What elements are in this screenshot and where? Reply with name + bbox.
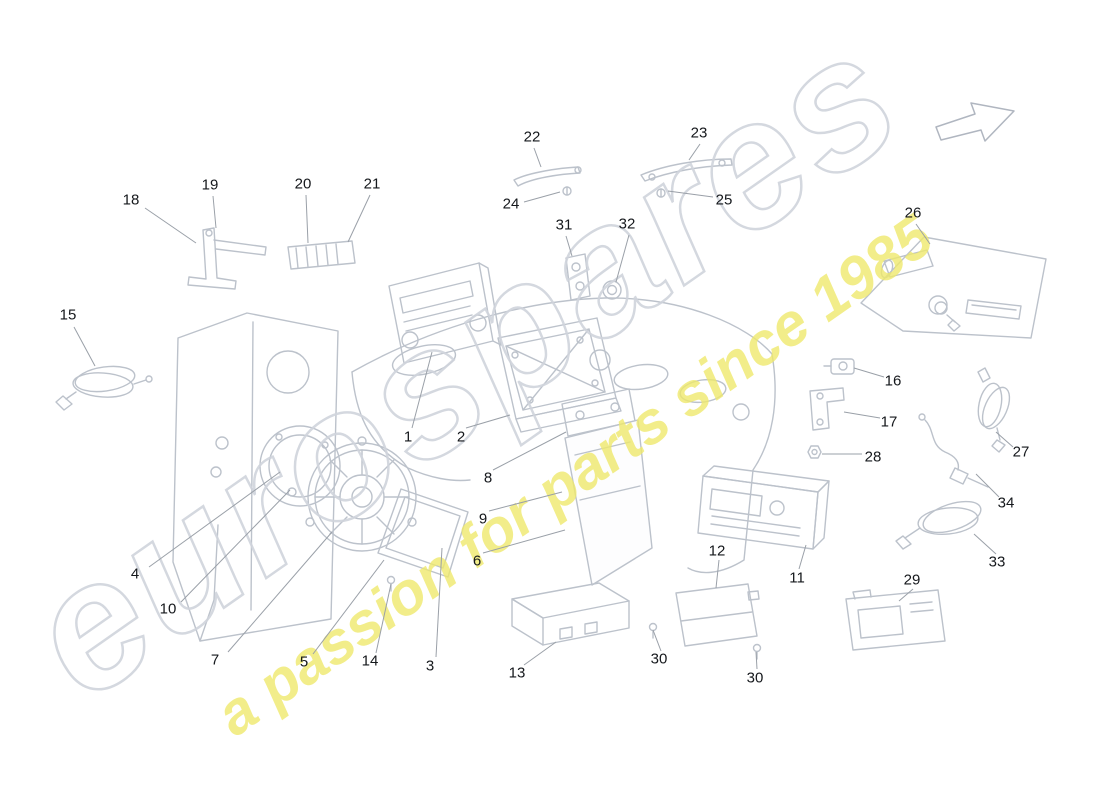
- part-label-3: 3: [425, 657, 435, 675]
- cable-27: [977, 367, 1011, 453]
- part-label-26: 26: [904, 204, 922, 222]
- grommet-32: [602, 280, 622, 300]
- part-label-14: 14: [361, 652, 379, 670]
- part-label-23: 23: [690, 124, 708, 142]
- speaker: [305, 436, 417, 552]
- mounting-cage: [497, 317, 622, 433]
- part-label-32: 32: [618, 215, 636, 233]
- part-label-34: 34: [997, 494, 1015, 512]
- bracket-23: [640, 158, 733, 182]
- part-label-11: 11: [789, 569, 805, 587]
- direction-arrow-icon: [935, 102, 1015, 142]
- part-label-19: 19: [201, 176, 219, 194]
- part-label-15: 15: [59, 306, 77, 324]
- speaker-mounting-ring: [259, 425, 341, 507]
- part-label-16: 16: [884, 372, 902, 390]
- speaker-gasket: [377, 488, 469, 578]
- part-label-28: 28: [864, 448, 882, 466]
- dashboard: [351, 297, 776, 574]
- nut-28: [807, 445, 822, 459]
- part-label-13: 13: [508, 664, 526, 682]
- retrofit-kit-26: [860, 236, 1047, 339]
- bracket-22: [513, 166, 582, 187]
- cable-15: [55, 365, 153, 411]
- part-label-5: 5: [299, 653, 309, 671]
- part-label-7: 7: [210, 651, 220, 669]
- part-label-17: 17: [880, 413, 898, 431]
- door-panel: [172, 312, 339, 642]
- control-module-12: [675, 583, 760, 647]
- part-label-20: 20: [294, 175, 312, 193]
- radio-head-unit: [388, 262, 502, 364]
- antenna-cable-34: [918, 413, 989, 488]
- part-label-9: 9: [478, 510, 488, 528]
- cable-33: [895, 500, 982, 550]
- part-label-8: 8: [483, 469, 493, 487]
- part-label-30a: 30: [650, 650, 668, 668]
- part-label-18: 18: [122, 191, 140, 209]
- display-module-29: [845, 589, 946, 651]
- part-label-30b: 30: [746, 669, 764, 687]
- screw-24: [562, 186, 572, 196]
- bracket-19: [187, 227, 267, 290]
- part-label-10: 10: [159, 600, 177, 618]
- module-20: [287, 240, 356, 270]
- part-label-6: 6: [472, 552, 482, 570]
- watermark-brand: eurospares: [0, 0, 936, 738]
- part-label-21: 21: [363, 175, 381, 193]
- part-label-25: 25: [715, 191, 733, 209]
- part-label-12: 12: [708, 542, 726, 560]
- screw-25: [656, 188, 666, 198]
- sensor-16: [823, 358, 855, 375]
- amplifier-13: [511, 582, 630, 646]
- part-label-33: 33: [988, 553, 1006, 571]
- part-label-2: 2: [456, 428, 466, 446]
- screw-30b: [752, 643, 762, 660]
- part-label-24: 24: [502, 195, 520, 213]
- center-console: [564, 419, 653, 586]
- radio-navigation-unit-11: [697, 465, 830, 550]
- part-label-31: 31: [555, 216, 573, 234]
- bracket-17: [809, 387, 845, 431]
- part-label-29: 29: [903, 571, 921, 589]
- part-label-4: 4: [130, 565, 140, 583]
- bracket-31: [565, 253, 591, 301]
- leader-lines: [73, 143, 1014, 670]
- part-label-27: 27: [1012, 443, 1030, 461]
- part-label-22: 22: [523, 128, 541, 146]
- part-label-1: 1: [403, 428, 413, 446]
